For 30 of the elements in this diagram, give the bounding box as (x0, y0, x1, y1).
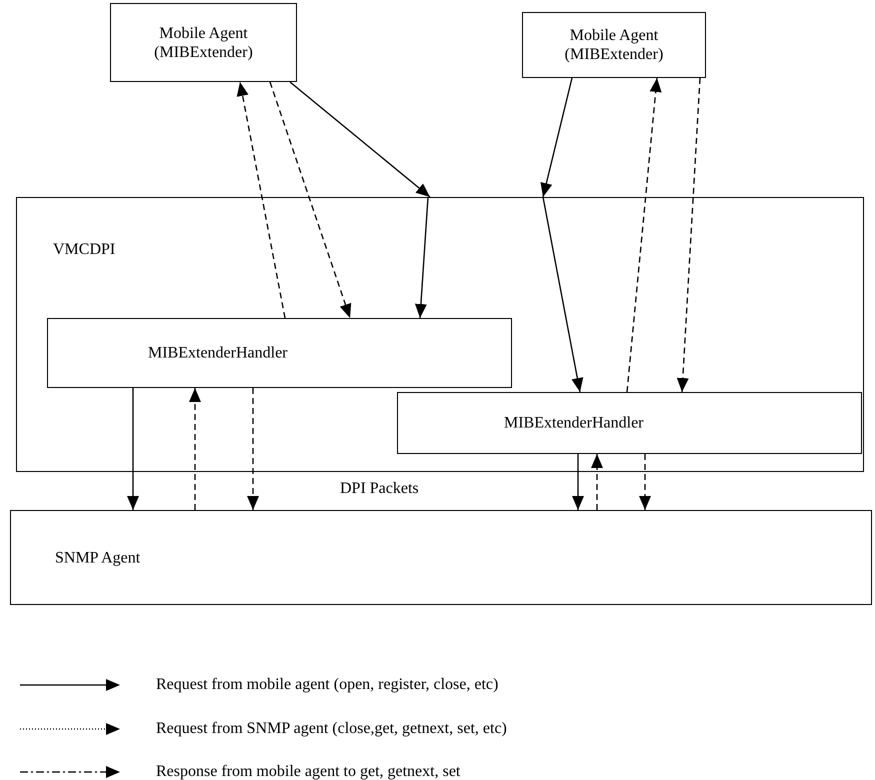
box-label: Mobile Agent (MIBExtender) (564, 26, 664, 64)
box-label: MIBExtenderHandler (148, 344, 288, 362)
box-label: Mobile Agent (MIBExtender) (153, 24, 254, 62)
group-box (16, 197, 864, 472)
arrow (189, 388, 201, 510)
group-title: VMCDPI (53, 240, 116, 259)
note-text: DPI Packets (340, 480, 419, 498)
arrow (591, 454, 603, 510)
legend-text: Request from mobile agent (open, register, close, etc) (156, 676, 498, 694)
arrow (290, 82, 430, 198)
process-box (397, 392, 862, 454)
arrow (236, 82, 286, 318)
arrow (572, 454, 584, 510)
arrow (247, 388, 259, 510)
arrow (626, 78, 662, 392)
arrow (542, 196, 584, 392)
arrow (676, 78, 701, 392)
arrow (540, 78, 573, 198)
legend-text: Request from SNMP agent (close,get, getnext, set, etc) (156, 720, 507, 738)
arrow (269, 82, 352, 318)
arrow (414, 196, 429, 318)
legend-text: Response from mobile agent to get, getnext, set (156, 763, 460, 780)
arrow (127, 388, 139, 510)
process-box (522, 12, 706, 78)
arrow (639, 454, 651, 510)
process-box (47, 318, 512, 388)
box-label: MIBExtenderHandler (504, 414, 644, 432)
process-box (110, 3, 297, 82)
process-box (10, 510, 872, 605)
box-label: SNMP Agent (55, 548, 140, 567)
